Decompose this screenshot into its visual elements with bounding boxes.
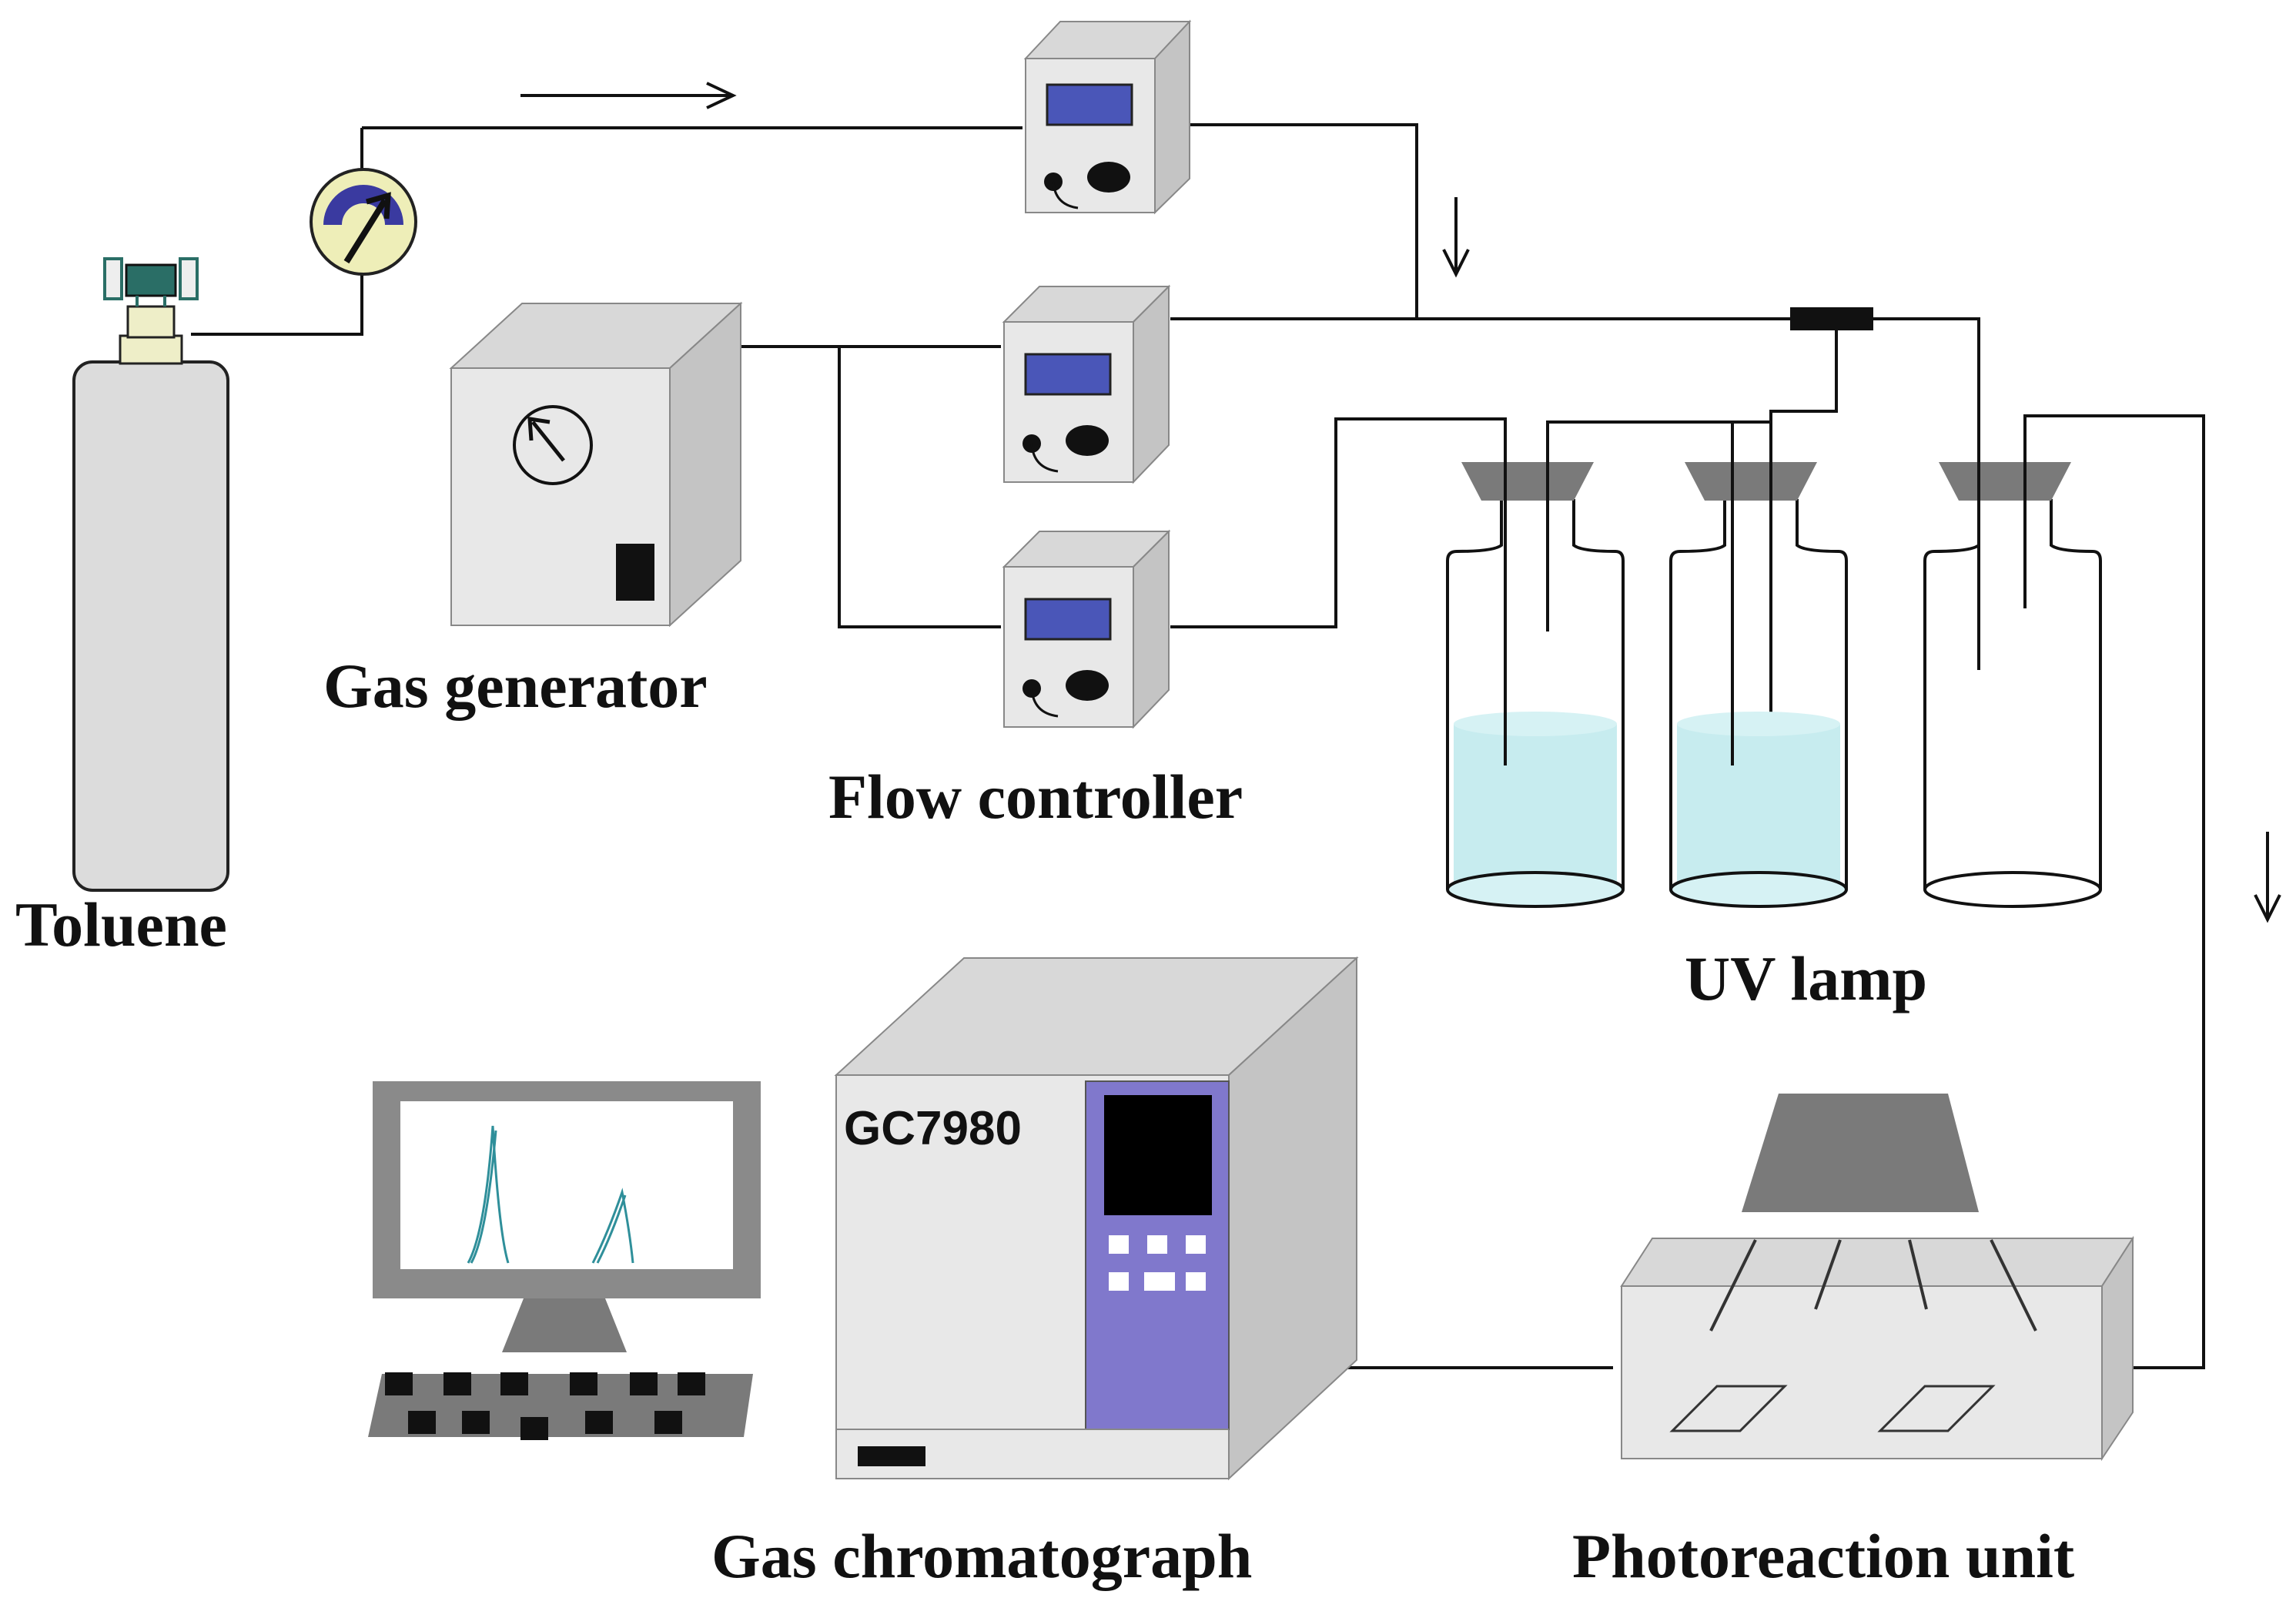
monitor-screen bbox=[400, 1101, 733, 1269]
bottle-stopper bbox=[1685, 462, 1817, 501]
pipe-flow3-to-bottle1 bbox=[1170, 417, 1507, 762]
gc-slot bbox=[858, 1446, 925, 1466]
label-gas-chromatograph: Gas chromatograph bbox=[711, 1521, 1252, 1591]
chromatogram-peaks bbox=[467, 1125, 634, 1264]
flow-controller-2 bbox=[1002, 284, 1171, 484]
pipe-flow1-to-junction bbox=[1190, 123, 1418, 319]
uv-lamp bbox=[1742, 1094, 1979, 1212]
flow-display bbox=[1024, 598, 1112, 641]
generator-switch bbox=[616, 544, 654, 601]
pipe-mixer-to-bottle2 bbox=[1769, 319, 1838, 422]
pipe-branch-down bbox=[838, 347, 1001, 628]
flow-knob-large bbox=[1087, 162, 1130, 193]
washing-bottle-2 bbox=[1669, 422, 1848, 908]
cylinder-neck bbox=[119, 334, 183, 365]
cylinder-body bbox=[72, 360, 229, 892]
computer bbox=[368, 1081, 761, 1440]
arrow-icon bbox=[2254, 832, 2281, 923]
gas-generator bbox=[449, 301, 743, 628]
gc-model-label: GC7980 bbox=[844, 1102, 1022, 1155]
flow-display bbox=[1024, 353, 1112, 396]
keyboard-keys bbox=[385, 1372, 705, 1440]
washing-bottle-1 bbox=[1446, 422, 1625, 908]
monitor-stand bbox=[502, 1298, 627, 1352]
flow-knob-large bbox=[1066, 670, 1109, 701]
flow-controller-1 bbox=[1023, 19, 1192, 215]
cylinder-collar bbox=[126, 305, 176, 339]
flow-display bbox=[1046, 83, 1133, 126]
photoreaction-unit bbox=[1620, 1094, 2134, 1462]
gas-chromatograph: GC7980 bbox=[834, 956, 1359, 1481]
valve-icon bbox=[103, 257, 199, 307]
dial-icon bbox=[513, 405, 593, 485]
toluene-cylinder bbox=[72, 257, 229, 892]
pipe-main-line bbox=[1170, 317, 1980, 430]
gc-buttons bbox=[1109, 1235, 1206, 1291]
flow-controller-3 bbox=[1002, 529, 1171, 729]
flow-arrows bbox=[520, 82, 2281, 923]
flow-knob-large bbox=[1066, 425, 1109, 456]
label-toluene: Toluene bbox=[15, 889, 227, 960]
label-gas-generator: Gas generator bbox=[323, 651, 708, 721]
label-flow-controller: Flow controller bbox=[828, 762, 1243, 832]
arrow-icon bbox=[1442, 197, 1470, 278]
bottle-stopper bbox=[1939, 462, 2071, 501]
mixer-block bbox=[1790, 307, 1873, 330]
label-photoreaction-unit: Photoreaction unit bbox=[1572, 1521, 2074, 1591]
label-uv-lamp: UV lamp bbox=[1685, 943, 1927, 1013]
bottle-stopper bbox=[1461, 462, 1594, 501]
washing-bottle-3 bbox=[1923, 416, 2102, 908]
gc-screen bbox=[1104, 1095, 1212, 1215]
arrow-icon bbox=[520, 82, 737, 109]
gauge-icon bbox=[310, 168, 417, 276]
